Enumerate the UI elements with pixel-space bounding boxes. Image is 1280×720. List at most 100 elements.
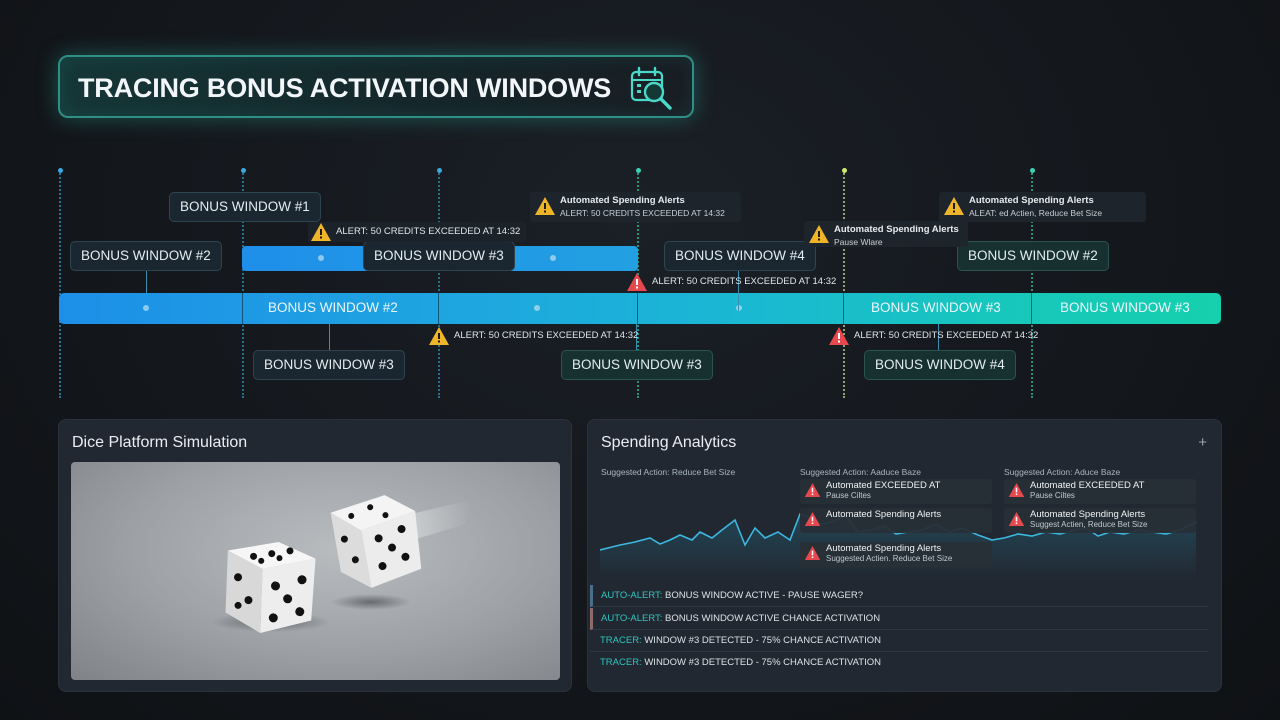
alert-title: Automated Spending Alerts [969, 195, 1094, 206]
mini-alert[interactable]: Automated Spending Alerts Suggest Actien… [1004, 508, 1196, 533]
column-label: Suggested Action: Reduce Bet Size [601, 467, 736, 477]
mini-alert-title: Automated EXCEEDED AT [1030, 480, 1145, 491]
alert-title: Automated Spending Alerts [834, 224, 959, 235]
plus-icon[interactable]: + [1198, 434, 1207, 451]
segment-divider [843, 293, 844, 324]
mini-alert-title: Automated Spending Alerts [826, 509, 942, 520]
log-text: WINDOW #3 DETECTED - 75% CHANCE ACTIVATI… [641, 657, 881, 668]
timeline-gridline [438, 170, 440, 398]
bonus-window-pill[interactable]: BONUS WINDOW #3 [561, 350, 713, 380]
timeline-marker [240, 168, 246, 173]
spending-alert-box[interactable]: Automated Spending Alerts ALERT: 50 CRED… [530, 192, 741, 222]
spending-alert-box[interactable]: Automated Spending Alerts Pause Wlare [804, 221, 968, 247]
title-banner: TRACING BONUS ACTIVATION WINDOWS [58, 55, 694, 118]
panel-title: Dice Platform Simulation [72, 434, 248, 451]
mini-alert-body: Pause Ciltes [1030, 491, 1075, 500]
segment-divider [438, 293, 439, 324]
bonus-window-pill[interactable]: BONUS WINDOW #3 [363, 241, 515, 271]
timeline-node[interactable] [143, 305, 149, 311]
error-icon [627, 273, 647, 291]
error-icon [1008, 483, 1025, 497]
alert-body: ALEAT: ed Actien, Reduce Bet Size [969, 208, 1103, 218]
mini-alert-body: Suggested Actien. Reduce Bet Size [826, 554, 953, 563]
timeline-marker [57, 168, 63, 173]
column-label: Suggested Action: Aduce Baze [1004, 467, 1121, 477]
dice-back [330, 495, 422, 588]
mini-alert-title: Automated EXCEEDED AT [826, 480, 941, 491]
mini-alert[interactable]: Automated Spending Alerts [800, 508, 992, 533]
log-text: BONUS WINDOW ACTIVE CHANCE ACTIVATION [662, 613, 881, 624]
timeline-gridline [59, 170, 61, 398]
track-label: BONUS WINDOW #3 [1060, 300, 1190, 315]
mini-alert-title: Automated Spending Alerts [826, 543, 942, 554]
timeline-track[interactable] [59, 293, 1221, 324]
mini-alert-body: Pause Ciltes [826, 491, 871, 500]
segment-divider [242, 293, 243, 324]
log-tag: AUTO-ALERT: [601, 590, 663, 601]
connector-line [636, 324, 637, 350]
dice-front [225, 542, 316, 633]
alert-text: ALERT: 50 CREDITS EXCEEDED AT 14:32 [336, 226, 521, 237]
bonus-window-pill[interactable]: BONUS WINDOW #2 [70, 241, 222, 271]
panel-title: Spending Analytics [601, 434, 737, 451]
column-label: Suggested Action: Aaduce Baze [800, 467, 921, 477]
dice-simulation-view[interactable] [71, 462, 560, 680]
alert-message[interactable]: ALERT: 50 CREDITS EXCEEDED AT 14:32 [308, 222, 527, 242]
timeline-marker [1029, 168, 1035, 173]
log-tag: AUTO-ALERT: [601, 613, 663, 624]
bonus-window-pill[interactable]: BONUS WINDOW #3 [253, 350, 405, 380]
connector-line [329, 324, 330, 350]
segment-divider [1031, 293, 1032, 324]
log-row[interactable]: AUTO-ALERT: BONUS WINDOW ACTIVE - PAUSE … [590, 585, 1208, 607]
timeline-marker [635, 168, 641, 173]
log-row[interactable]: TRACER: WINDOW #3 DETECTED - 75% CHANCE … [590, 652, 1208, 674]
warning-icon [535, 197, 555, 215]
timeline-marker [841, 168, 847, 173]
timeline-node[interactable] [550, 255, 556, 261]
timeline-gridline [1031, 170, 1033, 398]
log-row[interactable]: AUTO-ALERT: BONUS WINDOW ACTIVE CHANCE A… [590, 608, 1208, 630]
alert-message[interactable]: ALERT: 50 CREDITS EXCEEDED AT 14:32 [626, 272, 836, 292]
mini-alert-title: Automated Spending Alerts [1030, 509, 1146, 520]
bonus-window-pill[interactable]: BONUS WINDOW #4 [864, 350, 1016, 380]
alert-text: ALERT: 50 CREDITS EXCEEDED AT 14:32 [854, 330, 1039, 341]
bonus-window-pill[interactable]: BONUS WINDOW #2 [957, 241, 1109, 271]
dice-simulation-panel: Dice Platform Simulation [58, 419, 572, 692]
timeline-node[interactable] [736, 305, 742, 311]
mini-alert[interactable]: Automated Spending Alerts Suggested Acti… [800, 542, 992, 567]
warning-icon [809, 225, 829, 243]
log-text: BONUS WINDOW ACTIVE - PAUSE WAGER? [662, 590, 863, 601]
track-label: BONUS WINDOW #2 [268, 300, 398, 315]
error-icon [829, 327, 849, 345]
warning-icon [944, 197, 964, 215]
timeline-node[interactable] [534, 305, 540, 311]
spending-alert-box[interactable]: Automated Spending Alerts ALEAT: ed Acti… [939, 192, 1146, 222]
mini-alert[interactable]: Automated EXCEEDED AT Pause Ciltes [1004, 479, 1196, 504]
error-icon [804, 483, 821, 497]
alert-text: ALERT: 50 CREDITS EXCEEDED AT 14:32 [454, 330, 639, 341]
alert-message[interactable]: ALERT: 50 CREDITS EXCEEDED AT 14:32 [828, 326, 1038, 346]
timeline-node[interactable] [318, 255, 324, 261]
warning-icon [429, 327, 449, 345]
connector-line [938, 324, 939, 350]
log-text: WINDOW #3 DETECTED - 75% CHANCE ACTIVATI… [641, 635, 881, 646]
error-icon [804, 512, 821, 526]
calendar-search-icon[interactable] [628, 65, 676, 113]
connector-line [738, 271, 739, 311]
alert-text: ALERT: 50 CREDITS EXCEEDED AT 14:32 [652, 276, 837, 287]
page-title: TRACING BONUS ACTIVATION WINDOWS [78, 73, 612, 103]
log-tag: TRACER: [600, 657, 642, 668]
alert-message[interactable]: ALERT: 50 CREDITS EXCEEDED AT 14:32 [428, 326, 638, 346]
spending-analytics-panel: Spending Analytics + Suggested Action: R… [587, 419, 1222, 692]
alert-title: Automated Spending Alerts [560, 195, 685, 206]
segment-divider [637, 293, 638, 324]
log-row[interactable]: TRACER: WINDOW #3 DETECTED - 75% CHANCE … [590, 630, 1208, 652]
alert-body: ALERT: 50 CREDITS EXCEEDED AT 14:32 [560, 208, 725, 218]
alert-body: Pause Wlare [834, 237, 883, 247]
dice-image [211, 495, 471, 633]
error-icon [1008, 512, 1025, 526]
mini-alert[interactable]: Automated EXCEEDED AT Pause Ciltes [800, 479, 992, 504]
bonus-window-pill[interactable]: BONUS WINDOW #1 [169, 192, 321, 222]
bonus-window-pill[interactable]: BONUS WINDOW #4 [664, 241, 816, 271]
mini-alert-body: Suggest Actien, Reduce Bet Size [1030, 520, 1148, 529]
